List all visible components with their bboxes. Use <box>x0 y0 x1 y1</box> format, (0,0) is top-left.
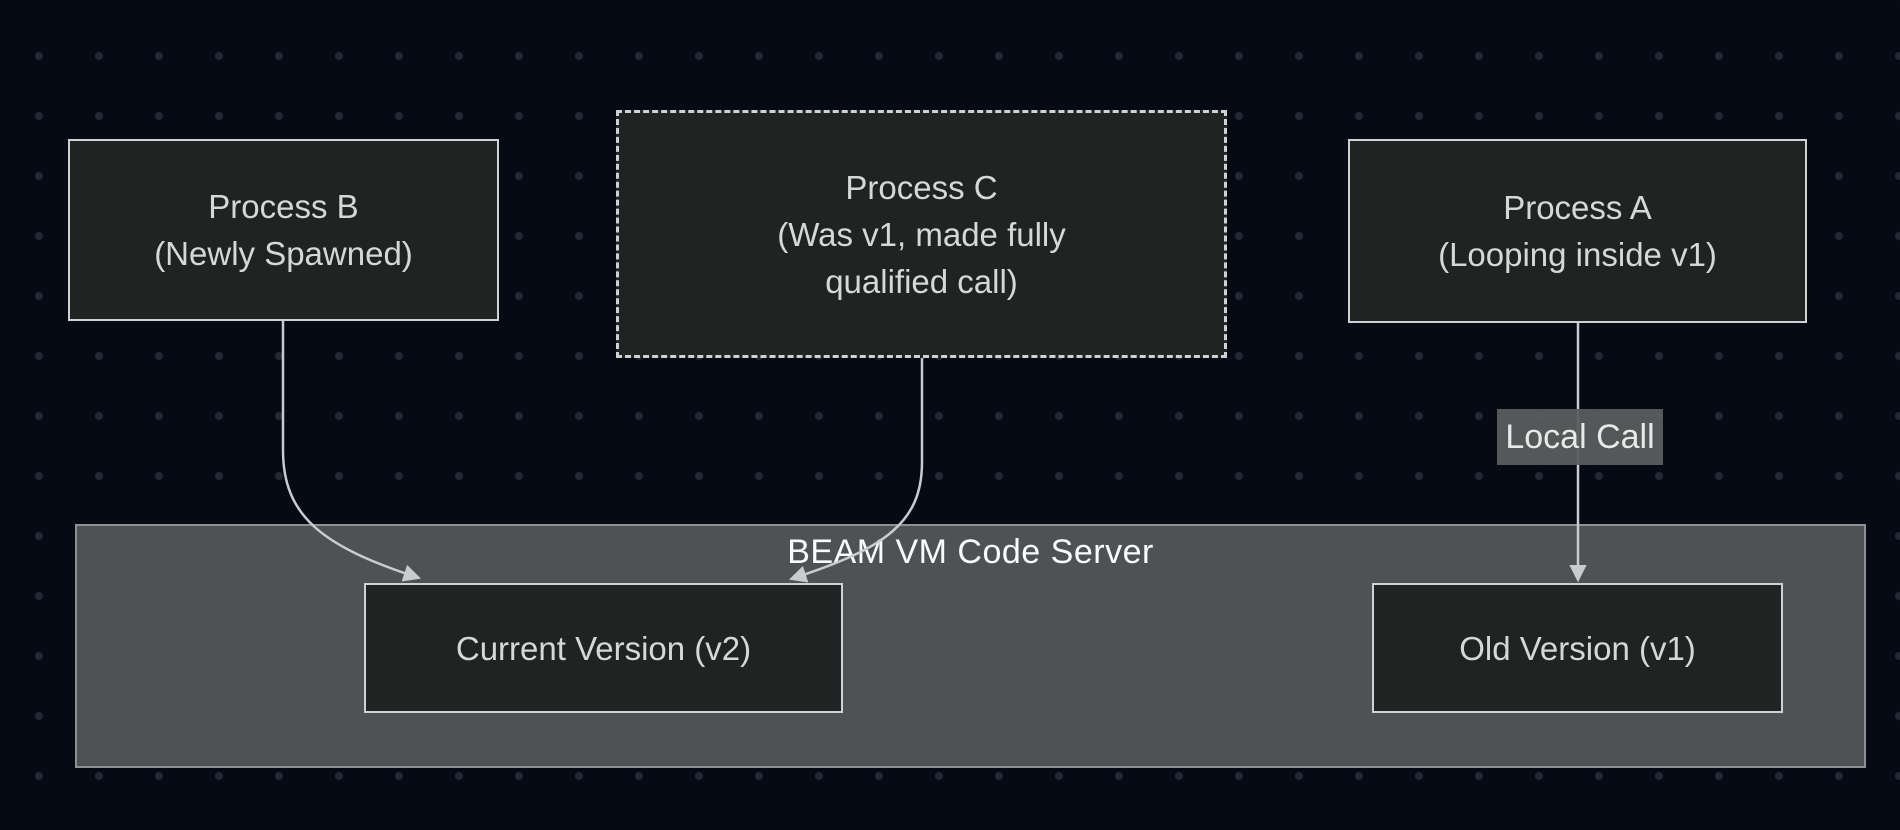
node-process-a-line2: (Looping inside v1) <box>1438 236 1717 273</box>
node-current-version-label: Current Version (v2) <box>455 629 752 667</box>
node-process-c-line3: qualified call) <box>825 262 1018 300</box>
node-process-a: Process A (Looping inside v1) <box>1348 139 1807 323</box>
node-process-c-line1: Process C <box>845 168 998 206</box>
node-process-c: Process C (Was v1, made fully qualified … <box>616 110 1227 358</box>
cluster-title: BEAM VM Code Server <box>787 533 1154 571</box>
node-process-b: Process B (Newly Spawned) <box>68 139 499 321</box>
node-process-b-line2: (Newly Spawned) <box>154 235 413 272</box>
node-process-a-line1: Process A <box>1503 189 1652 226</box>
node-old-version-label: Old Version (v1) <box>1459 629 1696 667</box>
node-process-c-line2: (Was v1, made fully <box>777 215 1066 253</box>
node-old-version: Old Version (v1) <box>1372 583 1783 713</box>
node-process-b-line1: Process B <box>208 188 359 225</box>
node-current-version: Current Version (v2) <box>364 583 843 713</box>
edge-label-local-call-text: Local Call <box>1505 417 1655 456</box>
edge-label-local-call: Local Call <box>1497 409 1663 465</box>
